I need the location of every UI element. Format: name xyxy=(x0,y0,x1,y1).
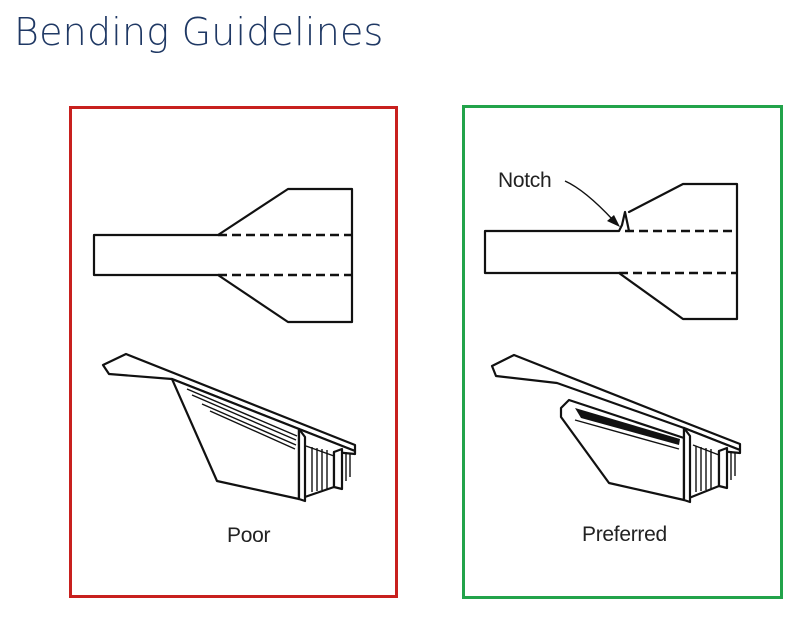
page-title: Bending Guidelines xyxy=(14,10,384,54)
notch-arrowhead xyxy=(607,215,620,227)
preferred-caption: Preferred xyxy=(582,523,667,546)
poor-flat-blank-outline xyxy=(92,187,354,324)
notch-leader-line xyxy=(564,180,614,221)
preferred-design-panel: Notch Preferred xyxy=(462,105,783,599)
poor-caption: Poor xyxy=(227,524,271,547)
preferred-design-drawing xyxy=(483,180,742,504)
preferred-formed-part xyxy=(490,353,742,504)
notch-label: Notch xyxy=(498,169,552,192)
poor-design-drawing xyxy=(92,187,357,503)
poor-design-panel: Poor xyxy=(69,106,398,598)
poor-formed-part xyxy=(101,352,357,503)
preferred-flat-blank-outline xyxy=(483,182,739,321)
